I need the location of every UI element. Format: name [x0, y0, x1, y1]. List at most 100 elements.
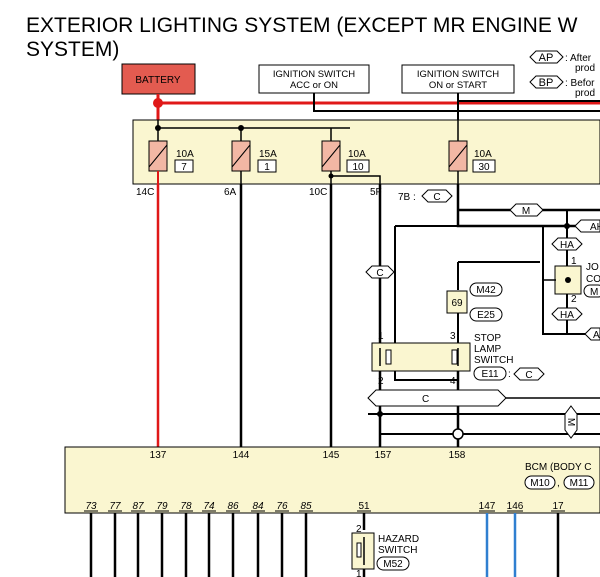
hazard-label-1: HAZARD [378, 534, 419, 545]
bcm-bottom-pin-84: 84 [252, 501, 264, 512]
bcm-bottom-pin-86: 86 [227, 501, 239, 512]
hazard-label-2: SWITCH [378, 545, 417, 556]
legend: AP : After prod BP : Befor prod [529, 50, 595, 99]
bus-dot-1 [377, 411, 383, 417]
joint-conn-oval [583, 284, 600, 298]
bcm-bottom-pin-87: 87 [132, 501, 144, 512]
fuse-1: 15A 1 6A [224, 140, 277, 198]
connector-7b-label: 7B : [398, 192, 416, 203]
joint-label-2: CO [586, 274, 600, 285]
fuse-30-num: 30 [478, 162, 490, 173]
joint-dot [565, 277, 571, 283]
title-line-2: SYSTEM) [26, 38, 120, 61]
bcm-bottom-pin-79: 79 [156, 501, 168, 512]
bcm-bottom-pin-73: 73 [85, 501, 97, 512]
stop-lamp-c-label: C [525, 370, 532, 381]
bcm-bottom-pin-17: 17 [552, 501, 564, 512]
fuse-30: 10A 30 5F [370, 140, 496, 198]
conn-m-label: M [522, 206, 530, 217]
ignition-acc-line2: ACC or ON [290, 80, 338, 91]
hazard-switch-box [351, 532, 375, 570]
conn-a-hex [584, 327, 600, 341]
legend-bp-code: BP [539, 77, 554, 89]
stop-lamp-switch: 1 3 2 4 STOP LAMP SWITCH E11 : C [371, 331, 545, 387]
ignition-acc-line1: IGNITION SWITCH [273, 69, 355, 80]
fuse-1-element [231, 144, 251, 168]
fuse-10-amp: 10A [348, 149, 366, 160]
connector-7b-hex [421, 189, 453, 203]
fuse-7-element [148, 144, 168, 168]
stop-lamp-sep: : [508, 369, 511, 380]
bcm-conn-m11-oval [563, 475, 595, 490]
ignition-on-box [401, 64, 515, 94]
wire-joint-loop [542, 226, 567, 335]
conn-c-5f [365, 265, 395, 279]
bcm-bottom-pin-51: 51 [358, 501, 370, 512]
bcm-bottom-pin-78: 78 [180, 501, 192, 512]
bus-c-label: C [422, 394, 429, 405]
hazard-conn-oval [376, 556, 410, 571]
title-line-1: EXTERIOR LIGHTING SYSTEM (EXCEPT MR ENGI… [26, 14, 578, 37]
fuse-10: 10A 10 10C [309, 140, 370, 198]
bcm-bottom-pin-147: 147 [479, 501, 496, 512]
bcm-bottom-pin-76: 76 [276, 501, 288, 512]
bcm-pin-158: 158 [449, 450, 466, 461]
bus-m-hex [564, 405, 578, 439]
battery-junction [153, 98, 163, 108]
hazard-pin-1: 1 [356, 569, 362, 577]
fuse-block [132, 119, 600, 185]
battery-box [121, 63, 196, 95]
bcm-bottom-pin-74: 74 [203, 501, 215, 512]
fuse-bus-dot-2 [238, 125, 244, 131]
fuse-7-amp: 10A [176, 149, 194, 160]
fuse-7: 10A 7 14C [136, 140, 194, 198]
wire-loop-left [394, 226, 458, 381]
conn-m-hex [509, 203, 544, 217]
bcm-conn-m10-oval [524, 475, 556, 490]
fuse-10-num: 10 [352, 162, 364, 173]
conn-m42: M42 [476, 285, 496, 296]
stop-lamp-conn-oval [473, 366, 507, 381]
bus-dot-2 [452, 428, 464, 440]
bcm-label: BCM (BODY C [525, 462, 592, 473]
conn-ah-label: AH [590, 222, 600, 233]
bcm-pin-144: 144 [233, 450, 250, 461]
conn-ah-hex [574, 219, 600, 233]
conn-e25-oval [469, 307, 503, 322]
stop-lamp-c-hex [513, 367, 545, 381]
fuse-5f-pin: 5F [370, 187, 382, 198]
fuse-10-pin: 10C [309, 187, 327, 198]
bcm-pin-145: 145 [323, 450, 340, 461]
stop-lamp-label-3: SWITCH [474, 355, 513, 366]
ignition-acc-box [258, 64, 370, 94]
legend-bp-hex [529, 75, 564, 89]
conn-m42-oval [469, 282, 503, 297]
fuse-10-num-box [346, 159, 370, 173]
bcm-bottom-pin-146: 146 [507, 501, 524, 512]
conn-c-5f-label: C [376, 268, 383, 279]
stop-pin-4: 4 [450, 376, 456, 387]
bcm-bottom-pin-77: 77 [109, 501, 121, 512]
hazard-contact-plate [356, 542, 362, 558]
fuse-7-num-box [174, 159, 194, 173]
conn-e25: E25 [477, 310, 495, 321]
fuse-bus-dot-1 [155, 125, 161, 131]
bcm-conn-sep: , [557, 478, 560, 489]
conn-a-label: A [593, 330, 600, 341]
bcm-bottom-pin-85: 85 [300, 501, 312, 512]
ignition-on-line1: IGNITION SWITCH [417, 69, 499, 80]
fuse-1-num-box [257, 159, 277, 173]
connector-7b-code: C [433, 192, 440, 203]
fuse-1-amp: 15A [259, 149, 277, 160]
fuse-30-amp: 10A [474, 149, 492, 160]
ignition-on-line2: ON or START [429, 80, 487, 91]
fuse-1-num: 1 [264, 162, 270, 173]
legend-ap-hex [529, 50, 564, 64]
stop-pin-3: 3 [450, 331, 456, 342]
hazard-conn: M52 [383, 559, 403, 570]
conn-ha-lower [551, 307, 583, 321]
fuse-1-pin: 6A [224, 187, 237, 198]
fuse-30-element [448, 144, 468, 168]
stop-pin-1: 1 [378, 331, 384, 342]
